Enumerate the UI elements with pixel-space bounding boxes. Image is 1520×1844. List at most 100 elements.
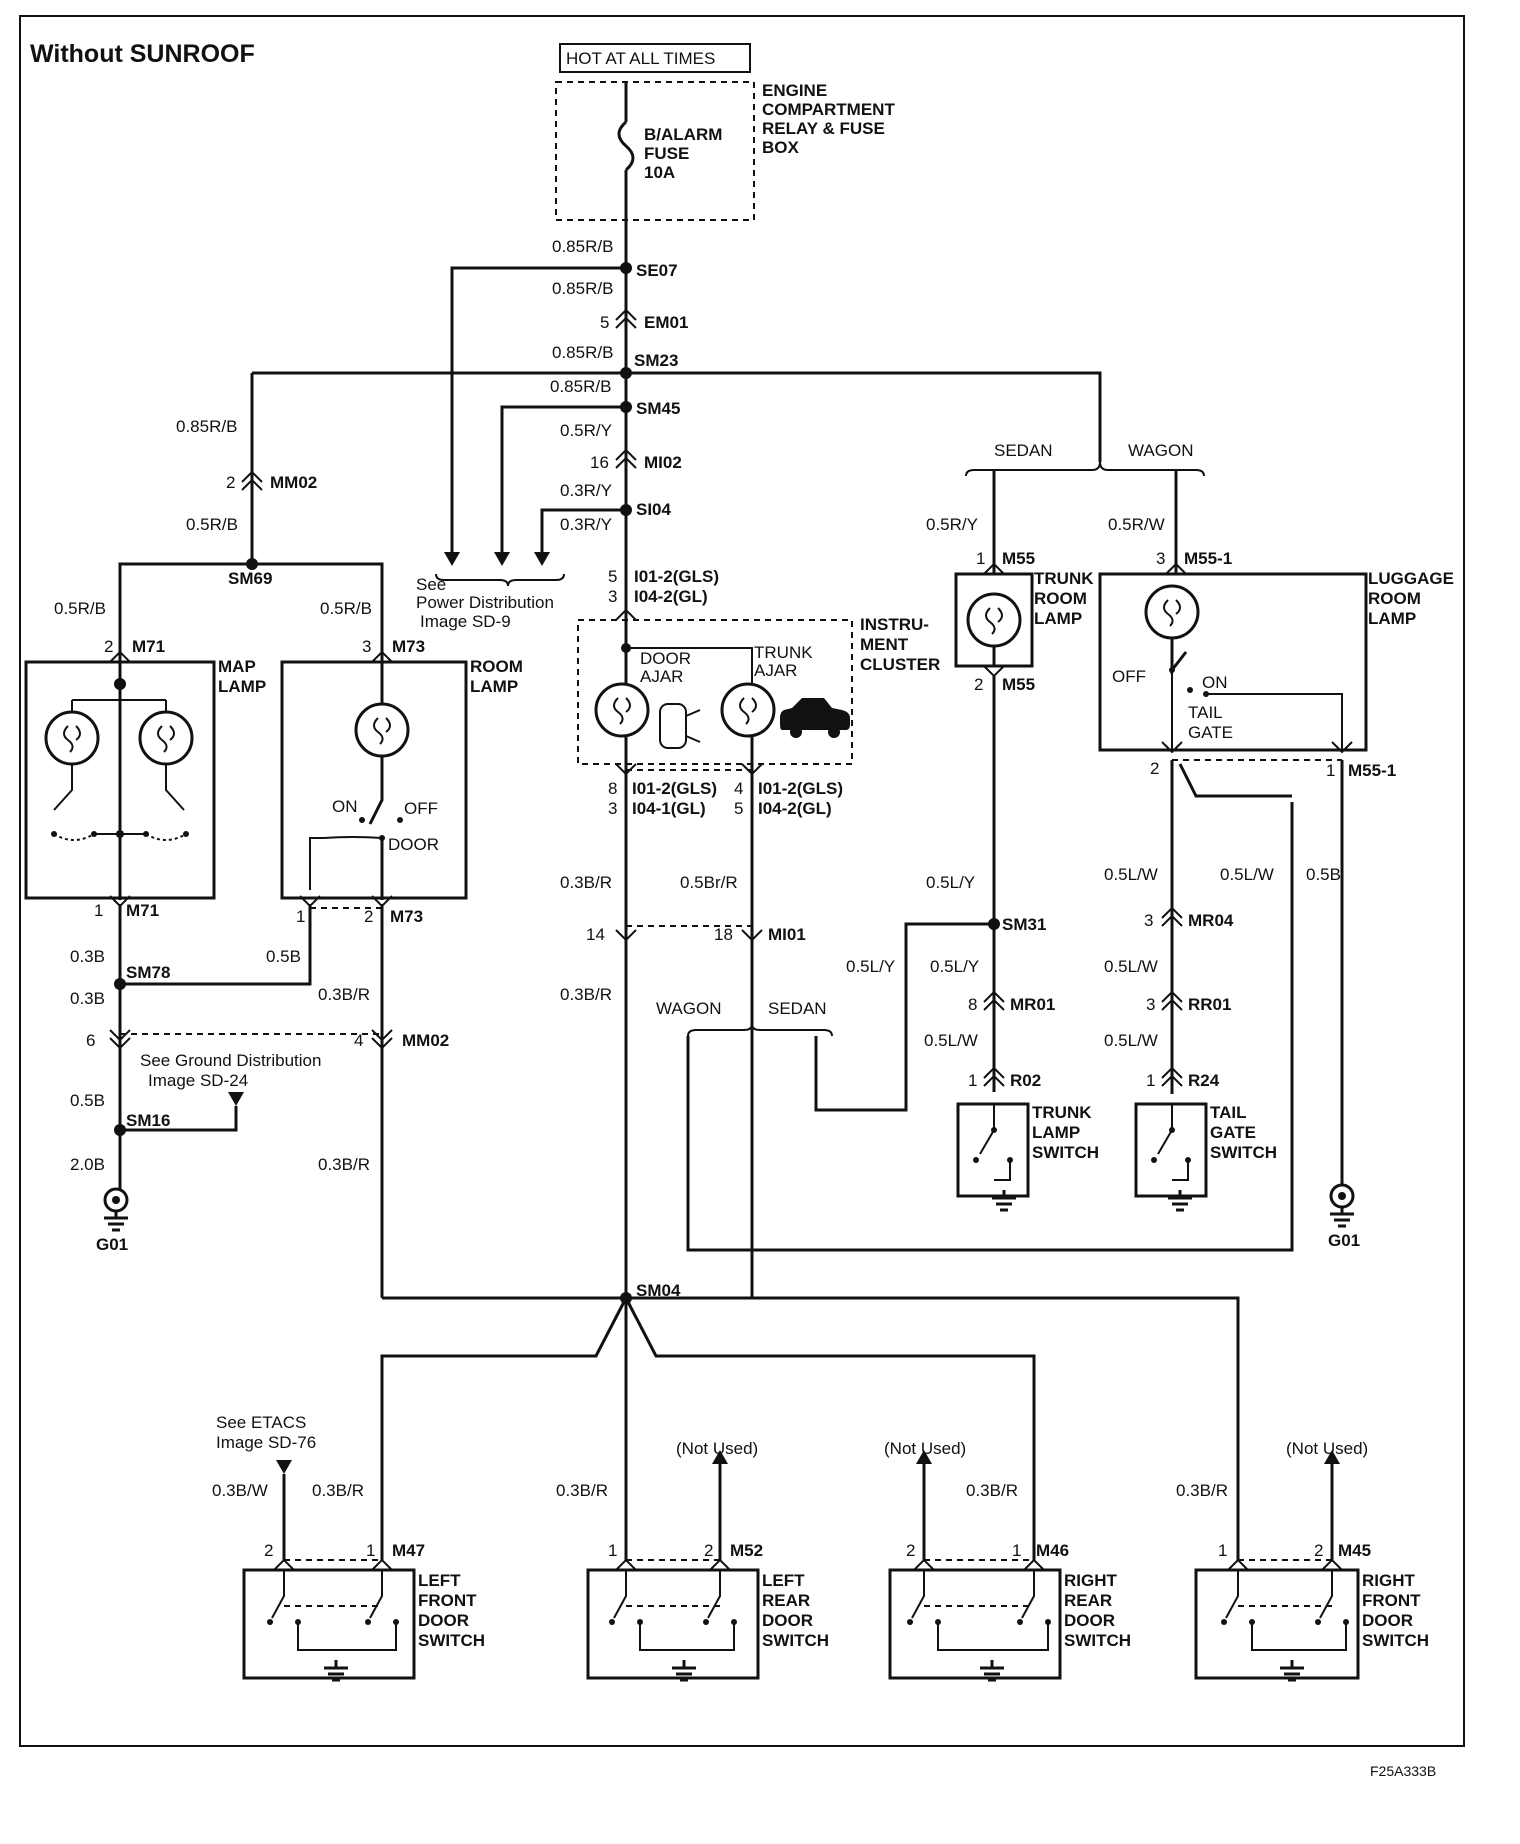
splice-label-sm04: SM04 [636,1281,681,1300]
svg-text:BOX: BOX [762,138,800,157]
pin-label: 1 [1146,1071,1155,1090]
svg-text:SWITCH: SWITCH [1032,1143,1099,1162]
variant-label-sedan: SEDAN [994,441,1053,460]
svg-text:REAR: REAR [1064,1591,1112,1610]
connector-i01 [615,608,637,621]
svg-text:Image SD-24: Image SD-24 [148,1071,248,1090]
pin-label: 4 [734,779,743,798]
pin-label: 2 [1314,1541,1323,1560]
fuse-icon [617,120,635,172]
pin-label: 1 [1218,1541,1227,1560]
right-front-door-switch [1194,1558,1360,1682]
trunk-room-lamp-label: TRUNK ROOM LAMP [1034,569,1094,628]
wire-label: 0.85R/B [552,279,613,298]
pin-label: 5 [734,799,743,818]
svg-text:DOOR: DOOR [762,1611,813,1630]
room-lamp-door: DOOR [388,835,439,854]
svg-text:SWITCH: SWITCH [1362,1631,1429,1650]
connector-mm02-lower [109,1029,393,1050]
right-rear-door-switch [888,1558,1062,1682]
wire-label: 0.85R/B [552,237,613,256]
connector-mr01 [983,990,1005,1011]
not-used-label: (Not Used) [1286,1439,1368,1458]
wire-label: 0.3R/Y [560,481,612,500]
variant-label-sedan: SEDAN [768,999,827,1018]
svg-text:LAMP: LAMP [1032,1123,1080,1142]
map-lamp-label: LAMP [218,677,266,696]
connector-rr01 [1161,990,1183,1011]
connector-label-i01: I01-2(GLS) [634,567,719,586]
pin-label: 1 [1012,1541,1021,1560]
svg-text:SWITCH: SWITCH [1064,1631,1131,1650]
trunk-lamp-switch-label: TRUNK LAMP SWITCH [1032,1103,1099,1162]
trunk-ajar-bulb [720,682,776,738]
svg-text:SWITCH: SWITCH [762,1631,829,1650]
svg-text:DOOR: DOOR [1362,1611,1413,1630]
pin-label: 2 [704,1541,713,1560]
wire-label: 0.3B [70,989,105,1008]
connector-label-mr01: MR01 [1010,995,1055,1014]
pin-label: 2 [104,637,113,656]
hot-at-all-times-label: HOT AT ALL TIMES [566,49,715,68]
svg-text:INSTRU-: INSTRU- [860,615,929,634]
not-used-arrow [712,1450,728,1464]
connector-label-mi02: MI02 [644,453,682,472]
svg-text:FUSE: FUSE [644,144,689,163]
pin-label: 3 [1156,549,1165,568]
variant-bracket [687,1023,833,1037]
wire-label: 0.5R/B [186,515,238,534]
fuse-label: B/ALARM FUSE 10A [644,125,722,182]
pin-label: 2 [226,473,235,492]
left-rear-door-switch-label: LEFT REAR DOOR SWITCH [762,1571,829,1650]
pin-label: 3 [608,799,617,818]
connector-label-mr04: MR04 [1188,911,1234,930]
right-rear-door-switch-label: RIGHT REAR DOOR SWITCH [1064,1571,1131,1650]
pin-label: 2 [906,1541,915,1560]
not-used-label: (Not Used) [884,1439,966,1458]
connector-em01 [615,308,637,329]
connector-label-m55: M55 [1002,675,1035,694]
wire-label: 0.3B/R [318,1155,370,1174]
svg-text:SWITCH: SWITCH [1210,1143,1277,1162]
splice-sm31 [988,918,1000,930]
wire-label: 0.5L/W [1104,865,1158,884]
not-used-label: (Not Used) [676,1439,758,1458]
pin-label: 16 [590,453,609,472]
ground-distribution-ref: See Ground Distribution Image SD-24 [140,1051,321,1090]
pin-label: 5 [608,567,617,586]
svg-text:See ETACS: See ETACS [216,1413,306,1432]
connector-label-m55-1: M55-1 [1348,761,1396,780]
wire-label: 0.5R/B [54,599,106,618]
svg-text:LEFT: LEFT [762,1571,805,1590]
luggage-lamp-on: ON [1202,673,1228,692]
connector-label-r24: R24 [1188,1071,1220,1090]
pin-label: 1 [366,1541,375,1560]
page-frame [19,15,1465,1747]
variant-label-wagon: WAGON [1128,441,1193,460]
luggage-room-lamp [1098,562,1368,754]
svg-text:ENGINE: ENGINE [762,81,827,100]
svg-text:LAMP: LAMP [1368,609,1416,628]
room-lamp-label: LAMP [470,677,518,696]
wire-label: 0.5Br/R [680,873,738,892]
svg-text:RELAY & FUSE: RELAY & FUSE [762,119,885,138]
figure-code: F25A333B [1370,1763,1436,1779]
fuse-box-outline [555,81,755,221]
connector-label-em01: EM01 [644,313,688,332]
pin-label: 1 [976,549,985,568]
connector-label-i04: I04-1(GL) [632,799,706,818]
splice-label-si04: SI04 [636,500,672,519]
svg-text:FRONT: FRONT [1362,1591,1421,1610]
svg-text:LEFT: LEFT [418,1571,461,1590]
pin-label: 1 [1326,761,1335,780]
pin-label: 6 [86,1031,95,1050]
splice-label-sm31: SM31 [1002,915,1046,934]
svg-text:TRUNK: TRUNK [1034,569,1094,588]
wire-label: 0.3B/R [966,1481,1018,1500]
not-used-arrow [916,1450,932,1464]
room-lamp-off: OFF [404,799,438,818]
left-front-door-switch-label: LEFT FRONT DOOR SWITCH [418,1571,485,1650]
connector-label-m45: M45 [1338,1541,1371,1560]
wire-label: 0.5L/W [924,1031,978,1050]
